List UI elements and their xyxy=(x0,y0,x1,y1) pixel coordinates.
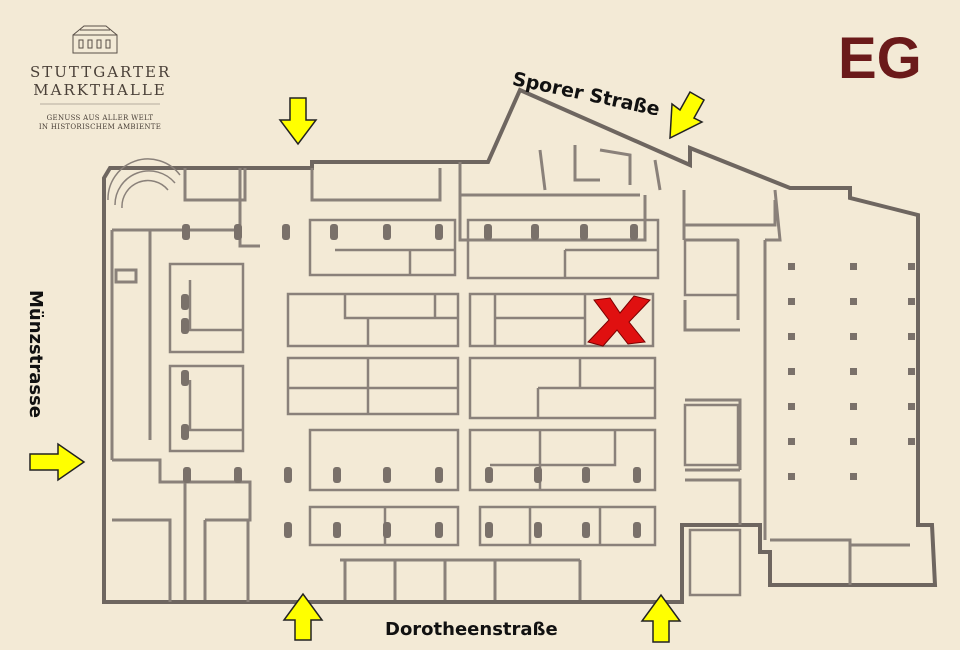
x-marker-icon xyxy=(587,295,651,347)
arrow-icon xyxy=(278,97,318,146)
logo-tagline-line2: IN HISTORISCHEM AMBIENTE xyxy=(38,123,162,131)
interior-walls xyxy=(110,145,910,602)
building-icon xyxy=(72,25,118,54)
building-outline xyxy=(102,87,938,604)
arrow-icon xyxy=(29,442,86,482)
market-stalls xyxy=(168,218,742,597)
columns xyxy=(181,224,915,538)
arrow-icon xyxy=(282,592,324,641)
street-label-south: Dorotheenstraße xyxy=(385,619,558,640)
arrow-icon xyxy=(669,90,706,140)
logo-tagline-line1: GENUSS AUS ALLER WELT xyxy=(46,114,154,122)
spiral-staircase xyxy=(107,158,181,209)
floor-label: EG xyxy=(838,26,922,91)
arrow-icon xyxy=(640,593,682,643)
logo-name-line2: MARKTHALLE xyxy=(33,81,167,99)
street-label-west: Münzstrasse xyxy=(25,290,46,418)
logo-name-line1: STUTTGARTER xyxy=(30,63,172,81)
